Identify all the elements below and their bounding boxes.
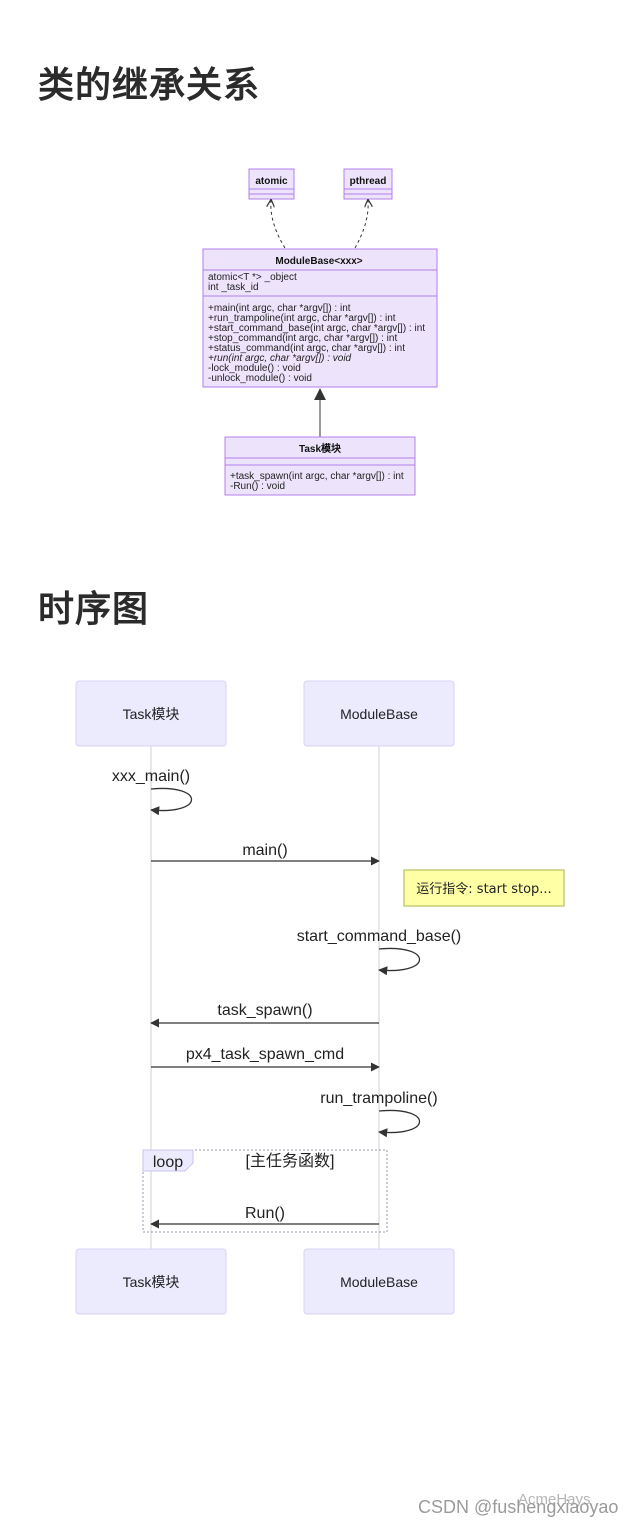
class-modulebase-name: ModuleBase<xxx> (275, 256, 362, 267)
note-text: 运行指令: start stop... (416, 882, 551, 897)
class-method: +status_command(int argc, char *argv[]) … (208, 343, 405, 354)
class-atomic-name: atomic (255, 176, 288, 187)
note-box: 运行指令: start stop... (403, 869, 565, 907)
actor-modulebase-top: ModuleBase (303, 680, 455, 747)
actor-task-top: Task模块 (75, 680, 227, 747)
self-message-arrow (378, 1109, 421, 1138)
class-task-methods: +task_spawn(int argc, char *argv[]) : in… (230, 471, 404, 492)
actor-modulebase-label: ModuleBase (340, 1274, 418, 1290)
dependency-arrow-atomic (271, 200, 286, 249)
dependency-arrow-pthread (354, 200, 368, 249)
class-modulebase-attr: atomic<T *> _object (208, 272, 297, 283)
watermark: CSDN @fushengxiaoyao (418, 1497, 619, 1517)
actor-modulebase-label: ModuleBase (340, 706, 418, 722)
watermark-overlay: AcmeHays (518, 1491, 591, 1508)
class-method: -unlock_module() : void (208, 373, 312, 384)
actor-task-label: Task模块 (123, 1274, 180, 1290)
actor-modulebase-bottom: ModuleBase (303, 1248, 455, 1315)
message-label: main() (242, 842, 287, 859)
actor-task-label: Task模块 (123, 706, 180, 722)
message-label: task_spawn() (217, 1002, 312, 1019)
class-modulebase: ModuleBase<xxx> atomic<T *> _object int … (202, 248, 438, 388)
actor-task-bottom: Task模块 (75, 1248, 227, 1315)
class-pthread: pthread (343, 168, 393, 200)
class-method: -lock_module() : void (208, 363, 301, 374)
message-label: start_command_base() (297, 928, 462, 945)
class-modulebase-attr: int _task_id (208, 282, 259, 293)
self-message-arrow (378, 947, 421, 976)
message-label: px4_task_spawn_cmd (186, 1046, 344, 1063)
message-label: xxx_main() (112, 768, 190, 785)
loop-label: [主任务函数] (246, 1152, 335, 1170)
loop-keyword: loop (153, 1154, 183, 1171)
class-modulebase-methods: +main(int argc, char *argv[]) : int+run_… (208, 303, 425, 384)
message-label: Run() (245, 1205, 285, 1222)
class-section-heading: 类的继承关系 (38, 65, 261, 106)
class-pthread-name: pthread (350, 176, 387, 187)
message-label: run_trampoline() (320, 1090, 437, 1107)
self-message-arrow (150, 787, 193, 816)
class-method: +main(int argc, char *argv[]) : int (208, 303, 351, 314)
class-method: +run_trampoline(int argc, char *argv[]) … (208, 313, 396, 324)
class-method: +task_spawn(int argc, char *argv[]) : in… (230, 471, 404, 482)
class-method: -Run() : void (230, 481, 285, 492)
class-method: +stop_command(int argc, char *argv[]) : … (208, 333, 397, 344)
loop-frame: loop [主任务函数] (142, 1149, 388, 1233)
sequence-section-heading: 时序图 (38, 589, 150, 630)
class-method: +run(int argc, char *argv[]) : void (208, 353, 352, 364)
class-task-name: Task模块 (299, 442, 342, 455)
class-method: +start_command_base(int argc, char *argv… (208, 323, 425, 334)
class-atomic: atomic (248, 168, 295, 200)
class-task: Task模块 +task_spawn(int argc, char *argv[… (224, 436, 416, 496)
